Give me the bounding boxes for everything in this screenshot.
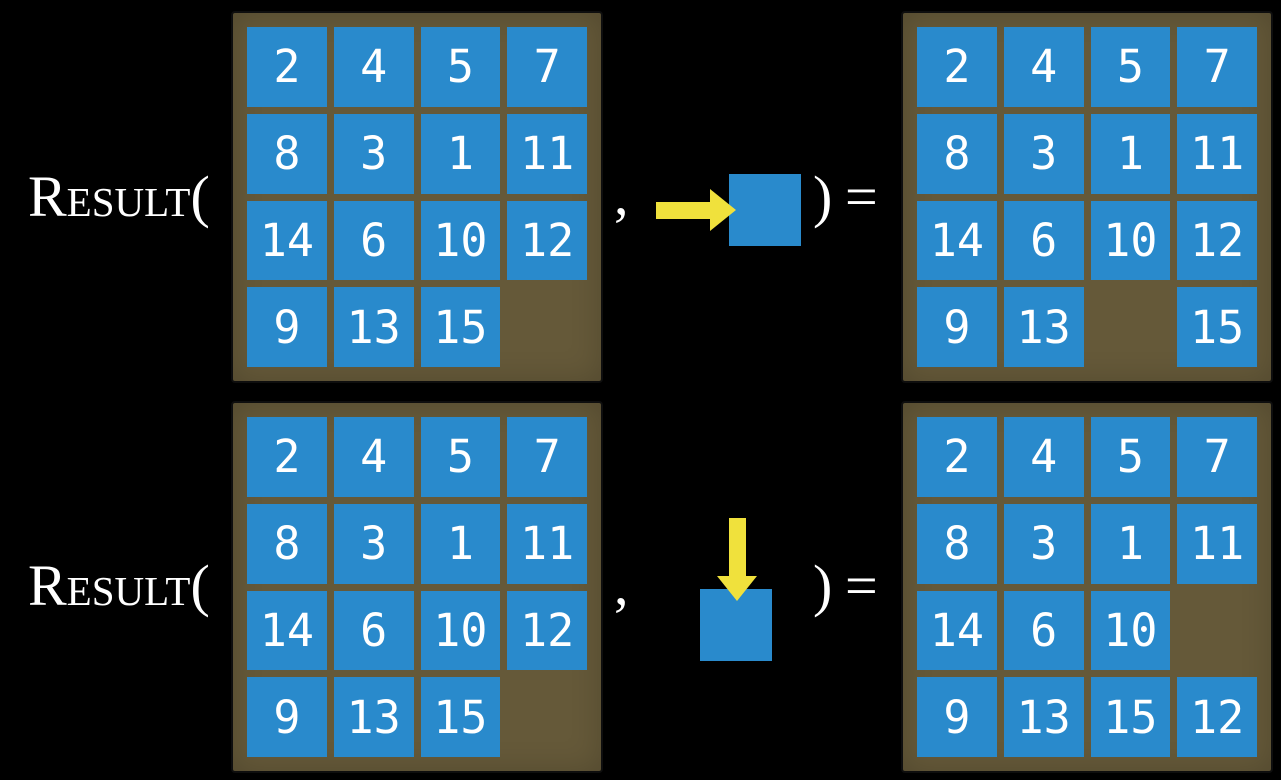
tile-9: 9 bbox=[247, 287, 327, 367]
tile-13: 13 bbox=[333, 677, 414, 757]
tile-10: 10 bbox=[1090, 200, 1171, 281]
comma-separator: , bbox=[614, 162, 629, 227]
tile-15: 15 bbox=[1090, 677, 1171, 757]
tile-15: 15 bbox=[1177, 287, 1257, 367]
equals-sign: = bbox=[845, 164, 878, 229]
tile-5: 5 bbox=[420, 27, 501, 107]
action-tile bbox=[700, 589, 772, 661]
tile-8: 8 bbox=[247, 503, 327, 584]
tile-2: 2 bbox=[247, 27, 327, 107]
tile-15: 15 bbox=[420, 287, 501, 367]
tile-4: 4 bbox=[333, 27, 414, 107]
action-tile bbox=[729, 174, 801, 246]
tile-2: 2 bbox=[917, 27, 997, 107]
tile-3: 3 bbox=[1003, 113, 1084, 194]
tile-10: 10 bbox=[420, 590, 501, 671]
tile-12: 12 bbox=[507, 200, 587, 281]
tile-9: 9 bbox=[917, 677, 997, 757]
tile-12: 12 bbox=[1177, 200, 1257, 281]
tile-14: 14 bbox=[247, 590, 327, 671]
tile-11: 11 bbox=[507, 503, 587, 584]
tile-5: 5 bbox=[1090, 27, 1171, 107]
tile-1: 1 bbox=[420, 113, 501, 194]
tile-2: 2 bbox=[917, 417, 997, 497]
close-paren: ) bbox=[813, 164, 833, 229]
tile-11: 11 bbox=[1177, 113, 1257, 194]
result-function-label: Result( bbox=[28, 164, 210, 229]
tile-4: 4 bbox=[1003, 417, 1084, 497]
empty-cell bbox=[1091, 287, 1171, 367]
tile-1: 1 bbox=[420, 503, 501, 584]
tile-3: 3 bbox=[333, 113, 414, 194]
tile-10: 10 bbox=[420, 200, 501, 281]
tile-12: 12 bbox=[507, 590, 587, 671]
tile-7: 7 bbox=[1177, 417, 1257, 497]
tile-6: 6 bbox=[333, 590, 414, 671]
result-function-label: Result( bbox=[28, 553, 210, 618]
tile-5: 5 bbox=[1090, 417, 1171, 497]
tile-4: 4 bbox=[333, 417, 414, 497]
tile-14: 14 bbox=[917, 200, 997, 281]
empty-cell bbox=[1177, 591, 1257, 671]
tile-8: 8 bbox=[917, 503, 997, 584]
tile-6: 6 bbox=[333, 200, 414, 281]
tile-3: 3 bbox=[333, 503, 414, 584]
tile-15: 15 bbox=[420, 677, 501, 757]
tile-7: 7 bbox=[507, 417, 587, 497]
tile-13: 13 bbox=[1003, 287, 1084, 367]
empty-cell bbox=[507, 287, 587, 367]
tile-7: 7 bbox=[507, 27, 587, 107]
tile-9: 9 bbox=[247, 677, 327, 757]
tile-5: 5 bbox=[420, 417, 501, 497]
equals-sign: = bbox=[845, 553, 878, 618]
empty-cell bbox=[507, 677, 587, 757]
tile-1: 1 bbox=[1090, 503, 1171, 584]
tile-6: 6 bbox=[1003, 590, 1084, 671]
tile-14: 14 bbox=[917, 590, 997, 671]
tile-8: 8 bbox=[917, 113, 997, 194]
tile-7: 7 bbox=[1177, 27, 1257, 107]
tile-8: 8 bbox=[247, 113, 327, 194]
tile-13: 13 bbox=[333, 287, 414, 367]
tile-9: 9 bbox=[917, 287, 997, 367]
tile-3: 3 bbox=[1003, 503, 1084, 584]
tile-6: 6 bbox=[1003, 200, 1084, 281]
tile-14: 14 bbox=[247, 200, 327, 281]
tile-11: 11 bbox=[1177, 503, 1257, 584]
tile-1: 1 bbox=[1090, 113, 1171, 194]
tile-2: 2 bbox=[247, 417, 327, 497]
tile-10: 10 bbox=[1090, 590, 1171, 671]
tile-11: 11 bbox=[507, 113, 587, 194]
tile-13: 13 bbox=[1003, 677, 1084, 757]
comma-separator: , bbox=[614, 552, 629, 617]
tile-4: 4 bbox=[1003, 27, 1084, 107]
close-paren: ) bbox=[813, 553, 833, 618]
tile-12: 12 bbox=[1177, 677, 1257, 757]
